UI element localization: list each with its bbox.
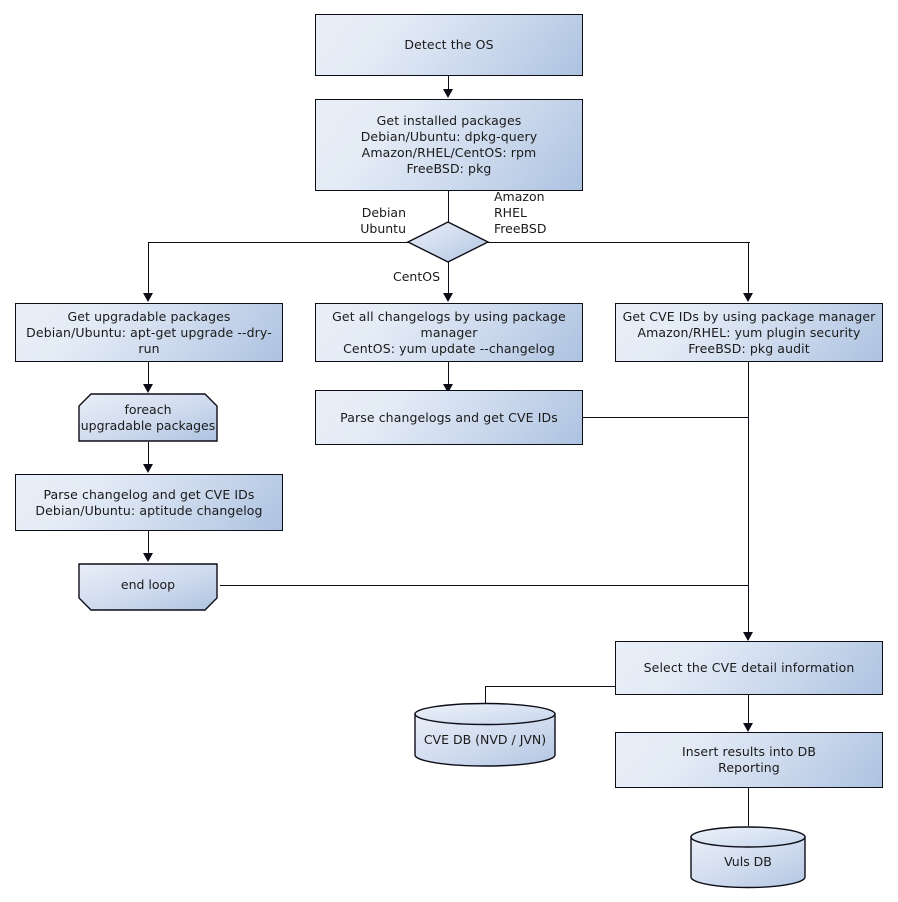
node-get-all-changelogs[interactable]: Get all changelogs by using package mana… — [315, 303, 583, 362]
connector-upgradable-to-foreach — [148, 362, 150, 384]
arrowhead-centos-branch — [443, 293, 454, 302]
node-select-cve-detail[interactable]: Select the CVE detail information — [615, 641, 883, 695]
node-vuls-db-cylinder[interactable] — [690, 826, 806, 889]
connector-trunk-to-select — [748, 362, 750, 640]
connector-parse-changelogs-to-trunk — [583, 417, 749, 419]
node-insert-results-into-db-label: Insert results into DB Reporting — [682, 744, 816, 775]
node-get-upgradable-packages-label: Get upgradable packages Debian/Ubuntu: a… — [26, 308, 272, 356]
node-foreach-loop-start[interactable] — [78, 393, 218, 442]
arrowhead-changelogs-to-parse — [443, 384, 454, 393]
arrowhead-left-branch — [143, 293, 154, 302]
connector-right-branch-down — [748, 242, 750, 294]
connector-parse-to-endloop — [148, 531, 150, 553]
node-parse-changelogs-cve-ids[interactable]: Parse changelogs and get CVE IDs — [315, 390, 583, 445]
connector-cvedb-up — [485, 686, 487, 713]
connector-left-branch-down — [148, 242, 150, 294]
connector-decision-left-branch — [148, 242, 410, 244]
node-get-installed-packages-label: Get installed packages Debian/Ubuntu: dp… — [360, 113, 538, 176]
arrowhead-foreach-to-parse — [143, 464, 154, 473]
arrowhead-select-to-insert — [743, 723, 754, 732]
node-parse-changelog-cve-ids[interactable]: Parse changelog and get CVE IDs Debian/U… — [15, 474, 283, 531]
connector-select-to-insert — [748, 695, 750, 724]
connector-centos-branch-down — [448, 260, 450, 294]
node-get-cve-ids-package-manager-label: Get CVE IDs by using package manager Ama… — [622, 308, 876, 356]
connector-packages-to-decision — [448, 191, 450, 225]
arrowhead-right-branch — [743, 293, 754, 302]
node-os-decision[interactable] — [406, 220, 490, 264]
arrowhead-detect-to-packages — [443, 89, 454, 98]
connector-foreach-to-parse — [148, 442, 150, 464]
node-detect-the-os[interactable]: Detect the OS — [315, 14, 583, 76]
connector-insert-to-vulsdb — [748, 788, 750, 826]
arrowhead-upgradable-to-foreach — [143, 384, 154, 393]
node-parse-changelogs-cve-ids-label: Parse changelogs and get CVE IDs — [340, 409, 558, 425]
node-end-loop[interactable] — [78, 563, 218, 612]
connector-changelogs-to-parse — [448, 362, 450, 384]
connector-endloop-to-trunk — [220, 585, 749, 587]
node-get-cve-ids-package-manager[interactable]: Get CVE IDs by using package manager Ama… — [615, 303, 883, 362]
connector-decision-right-branch — [488, 242, 750, 244]
connector-cvedb-to-select — [485, 686, 616, 688]
arrowhead-trunk-to-select — [743, 632, 754, 641]
node-insert-results-into-db[interactable]: Insert results into DB Reporting — [615, 732, 883, 788]
node-get-installed-packages[interactable]: Get installed packages Debian/Ubuntu: dp… — [315, 99, 583, 191]
connector-detect-to-packages — [448, 76, 450, 90]
edge-label-centos: CentOS — [392, 269, 440, 284]
node-parse-changelog-cve-ids-label: Parse changelog and get CVE IDs Debian/U… — [35, 486, 263, 518]
edge-label-amazon-rhel-freebsd: Amazon RHEL FreeBSD — [494, 189, 547, 236]
node-get-all-changelogs-label: Get all changelogs by using package mana… — [332, 308, 566, 356]
node-detect-the-os-label: Detect the OS — [404, 37, 494, 52]
node-select-cve-detail-label: Select the CVE detail information — [643, 660, 855, 675]
edge-label-debian-ubuntu: Debian Ubuntu — [360, 205, 406, 236]
node-cve-db-cylinder[interactable] — [414, 702, 556, 767]
node-get-upgradable-packages[interactable]: Get upgradable packages Debian/Ubuntu: a… — [15, 303, 283, 362]
arrowhead-parse-to-endloop — [143, 553, 154, 562]
